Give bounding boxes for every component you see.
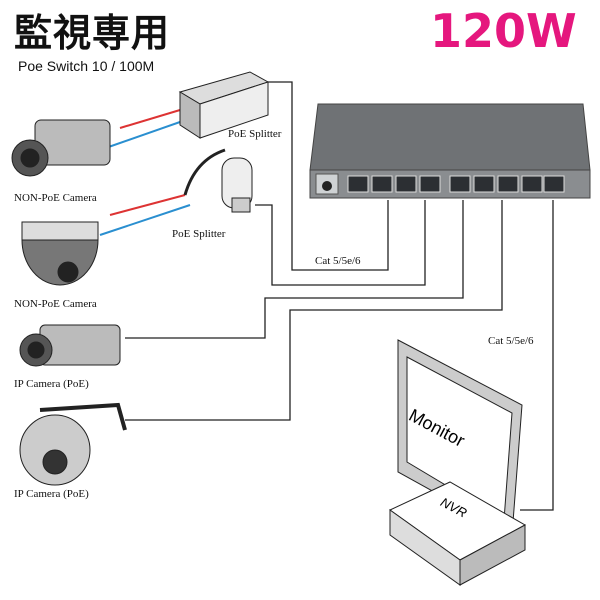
uplink-port <box>543 175 565 193</box>
camera-1-label: NON-PoE Camera <box>14 192 97 204</box>
poe-switch <box>309 103 591 199</box>
ip-camera-2 <box>19 402 127 486</box>
blue-data-wire <box>99 121 181 151</box>
non-poe-camera-1 <box>11 119 111 177</box>
ethernet-port <box>371 175 393 193</box>
cable-1-label: Cat 5/5e/6 <box>315 255 361 267</box>
poe-splitter-2 <box>183 148 253 213</box>
poe-splitter-1 <box>178 71 270 139</box>
cable-uplink-to-nvr <box>520 200 554 511</box>
camera-2-label: NON-PoE Camera <box>14 298 97 310</box>
cable-2-label: Cat 5/5e/6 <box>488 335 534 347</box>
ethernet-port <box>419 175 441 193</box>
cables <box>99 81 554 511</box>
camera-3-label: IP Camera (PoE) <box>14 378 89 390</box>
subtitle: Poe Switch 10 / 100M <box>18 58 155 74</box>
non-poe-camera-2 <box>21 221 99 286</box>
nvr <box>389 481 527 586</box>
red-power-wire <box>119 109 181 129</box>
blue-data-wire-2 <box>99 204 191 236</box>
ethernet-port <box>347 175 369 193</box>
switch-ports <box>347 175 565 193</box>
power-rating: 120W <box>430 4 577 58</box>
camera-4-label: IP Camera (PoE) <box>14 488 89 500</box>
page-title: 監視専用 <box>14 11 171 55</box>
splitter-1-label: PoE Splitter <box>228 128 282 140</box>
cable-port-4-to-splitter-2 <box>255 200 426 286</box>
ethernet-port <box>521 175 543 193</box>
splitter-2-label: PoE Splitter <box>172 228 226 240</box>
cable-port-5-to-ip-camera-1 <box>125 200 464 339</box>
ip-camera-1 <box>19 324 121 367</box>
cable-port-7-to-ip-camera-2 <box>125 200 503 421</box>
ethernet-port <box>497 175 519 193</box>
ethernet-port <box>473 175 495 193</box>
red-power-wire-2 <box>109 194 186 216</box>
ethernet-port <box>449 175 471 193</box>
ethernet-port <box>395 175 417 193</box>
cable-port-2-to-splitter-1 <box>250 81 389 271</box>
